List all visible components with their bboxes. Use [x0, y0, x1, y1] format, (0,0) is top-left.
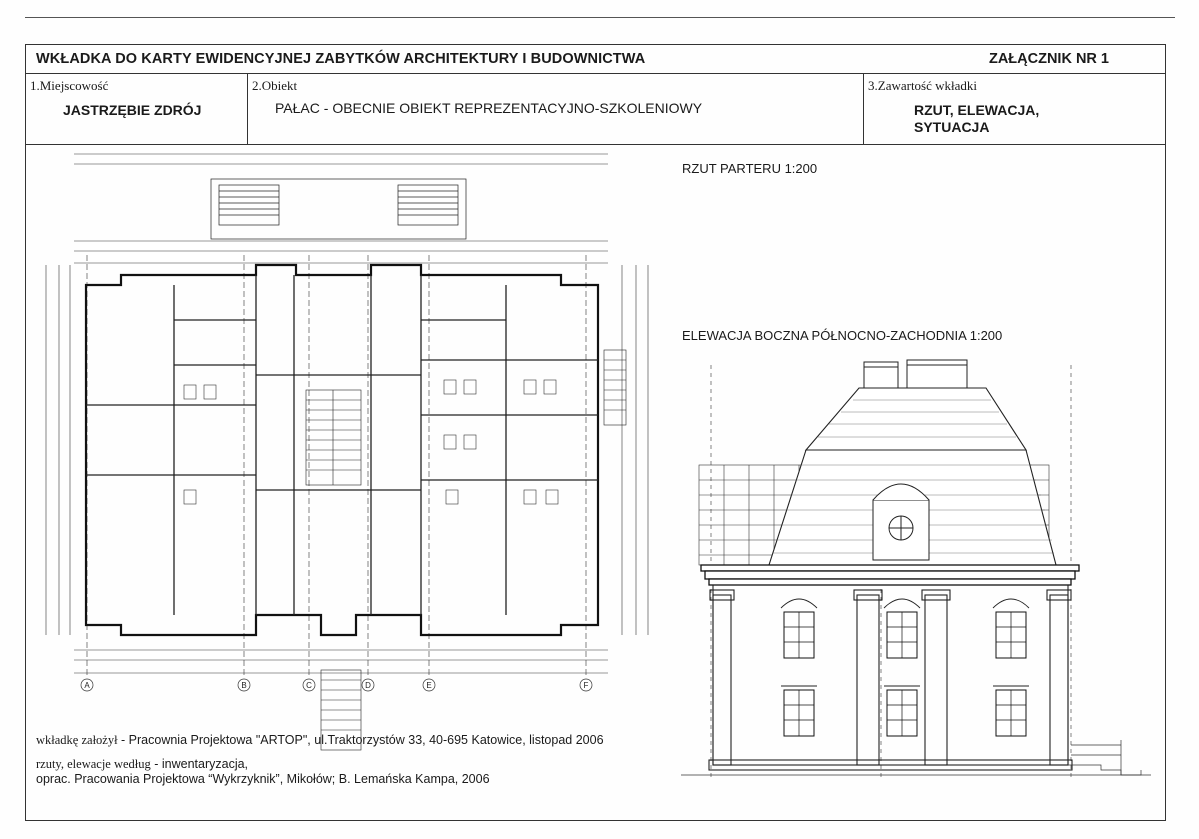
axis-label-a: A [84, 681, 90, 690]
source-line-2: oprac. Pracowania Projektowa “Wykrzyknik… [36, 772, 490, 786]
prepared-by-text: - Pracownia Projektowa "ARTOP", ul.Trakt… [117, 733, 604, 747]
contents-cell: 3.Zawartość wkładki RZUT, ELEWACJA, SYTU… [864, 74, 1167, 144]
source-text: - inwentaryzacja, [150, 757, 249, 771]
attachment-number: ZAŁĄCZNIK NR 1 [988, 51, 1109, 67]
sheet-title: WKŁADKA DO KARTY EWIDENCYJNEJ ZABYTKÓW A… [36, 51, 646, 67]
object-value: PAŁAC - OBECNIE OBIEKT REPREZENTACYJNO-S… [275, 100, 703, 116]
plan-title: RZUT PARTERU 1:200 [682, 161, 818, 176]
object-label: 2.Obiekt [252, 78, 298, 93]
prepared-by-prefix: wkładkę założył [36, 733, 118, 747]
contents-label: 3.Zawartość wkładki [868, 78, 978, 93]
top-border-line [25, 17, 1175, 18]
elevation-title: ELEWACJA BOCZNA PÓŁNOCNO-ZACHODNIA 1:200 [682, 328, 1003, 343]
contents-value: RZUT, ELEWACJA, SYTUACJA [914, 102, 1039, 136]
contents-line-2: SYTUACJA [914, 119, 990, 135]
drawing-area: A B C D E F RZUT PARTERU 1:200 ELEWACJA … [26, 145, 1165, 820]
source-line-1: rzuty, elewacje według - inwentaryzacja, [36, 757, 248, 772]
axis-label-e: E [426, 681, 431, 690]
prepared-by-line: wkładkę założył - Pracownia Projektowa "… [36, 733, 604, 748]
info-row: 1.Miejscowość JASTRZĘBIE ZDRÓJ 2.Obiekt … [26, 74, 1165, 145]
axis-label-f: F [584, 681, 589, 690]
side-elevation-drawing [681, 359, 1151, 780]
record-sheet: WKŁADKA DO KARTY EWIDENCYJNEJ ZABYTKÓW A… [25, 44, 1166, 821]
axis-label-b: B [241, 681, 246, 690]
ground-floor-plan: A B C D E F [45, 153, 649, 751]
axis-label-c: C [306, 681, 312, 690]
header-row: WKŁADKA DO KARTY EWIDENCYJNEJ ZABYTKÓW A… [26, 45, 1165, 74]
source-prefix: rzuty, elewacje według [36, 757, 151, 771]
axis-label-d: D [365, 681, 371, 690]
locality-label: 1.Miejscowość [30, 78, 109, 93]
contents-line-1: RZUT, ELEWACJA, [914, 102, 1040, 118]
object-cell: 2.Obiekt PAŁAC - OBECNIE OBIEKT REPREZEN… [248, 74, 864, 144]
locality-value: JASTRZĘBIE ZDRÓJ [63, 102, 202, 118]
locality-cell: 1.Miejscowość JASTRZĘBIE ZDRÓJ [26, 74, 248, 144]
